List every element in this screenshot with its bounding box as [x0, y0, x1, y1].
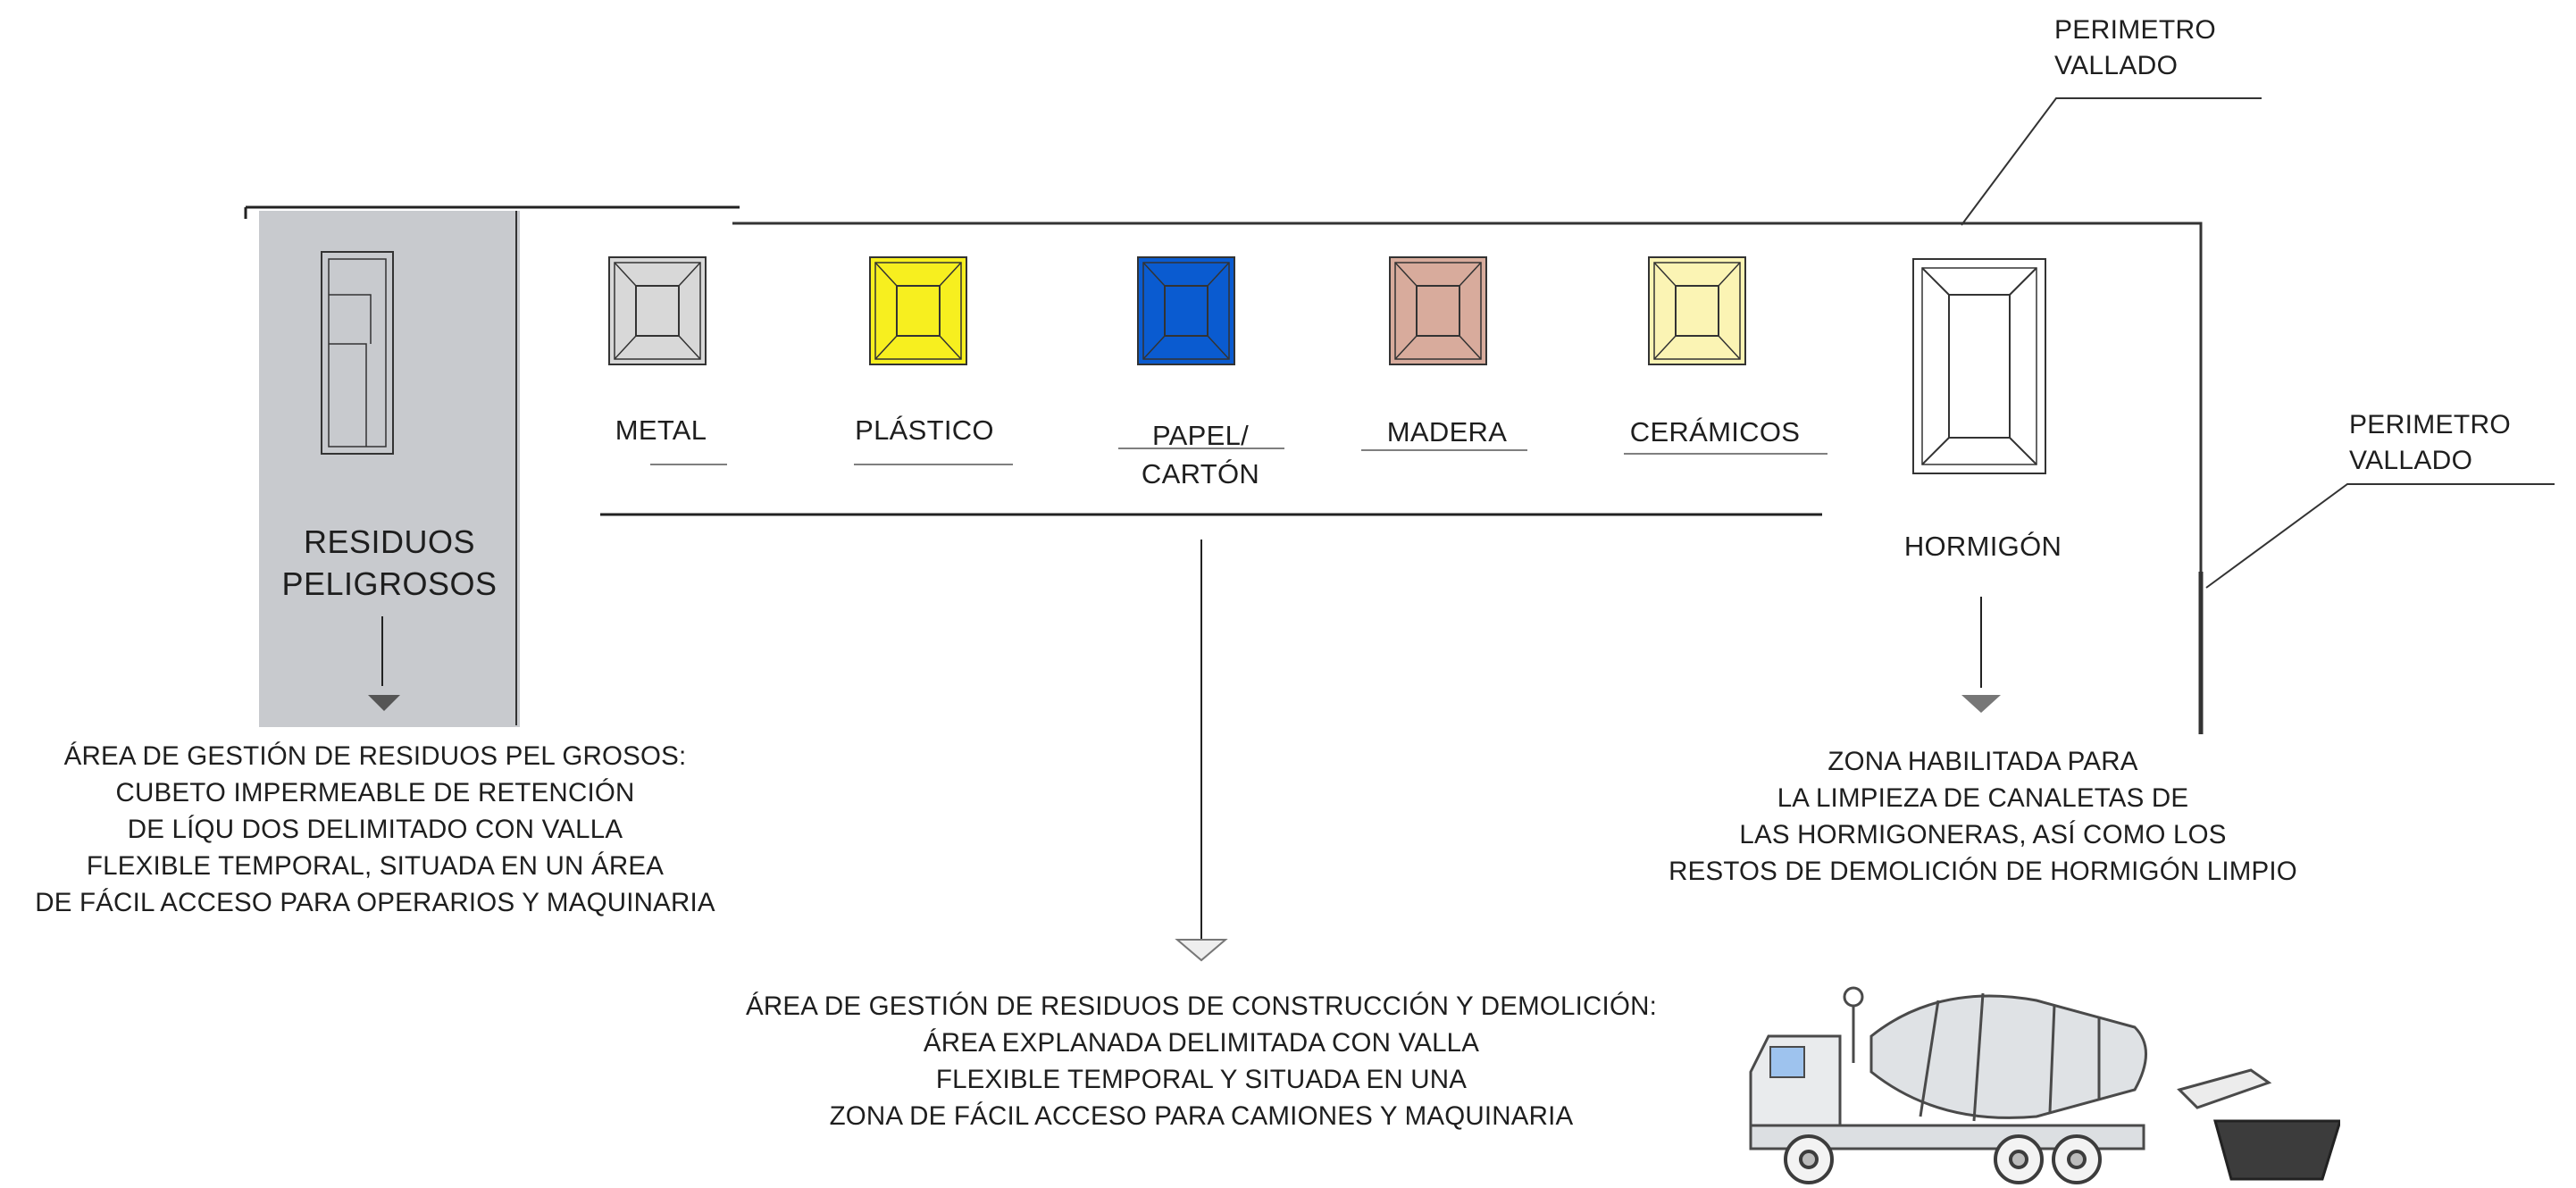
- hazardous-container-icon: [321, 251, 394, 455]
- construction-arrow-head: [1175, 939, 1228, 962]
- concrete-label: HORMIGÓN: [1903, 531, 2062, 562]
- bin-metal-icon: [608, 256, 707, 365]
- hazardous-area-description: ÁREA DE GESTIÓN DE RESIDUOS PEL GROSOS: …: [35, 741, 715, 917]
- hazardous-arrow-head: [368, 695, 400, 711]
- bin-label-paper: PAPEL/CARTÓN: [1141, 420, 1260, 490]
- perimeter-fence: [732, 222, 2203, 734]
- concrete-container-icon: [1912, 258, 2046, 474]
- bin-wood-icon: [1389, 256, 1487, 365]
- perimeter-leader-top: [1961, 97, 2262, 226]
- construction-area-description: ÁREA DE GESTIÓN DE RESIDUOS DE CONSTRUCC…: [745, 991, 1658, 1131]
- concrete-mixer-truck-icon: [1749, 986, 2340, 1184]
- perimeter-leader-right: [2205, 483, 2555, 589]
- concrete-arrow-head: [1961, 695, 2001, 713]
- bin-plastic-icon: [869, 256, 967, 365]
- bin-label-metal: METAL: [615, 414, 707, 446]
- bin-label-ceramics: CERÁMICOS: [1629, 416, 1801, 448]
- bin-paper-icon: [1137, 256, 1235, 365]
- bin-ceramics-icon: [1648, 256, 1746, 365]
- hazardous-waste-block: [259, 211, 520, 727]
- bin-label-wood: MADERA: [1386, 416, 1508, 448]
- concrete-area-description: ZONA HABILITADA PARA LA LIMPIEZA DE CANA…: [1669, 747, 2297, 886]
- bin-label-plastic: PLÁSTICO: [855, 414, 994, 446]
